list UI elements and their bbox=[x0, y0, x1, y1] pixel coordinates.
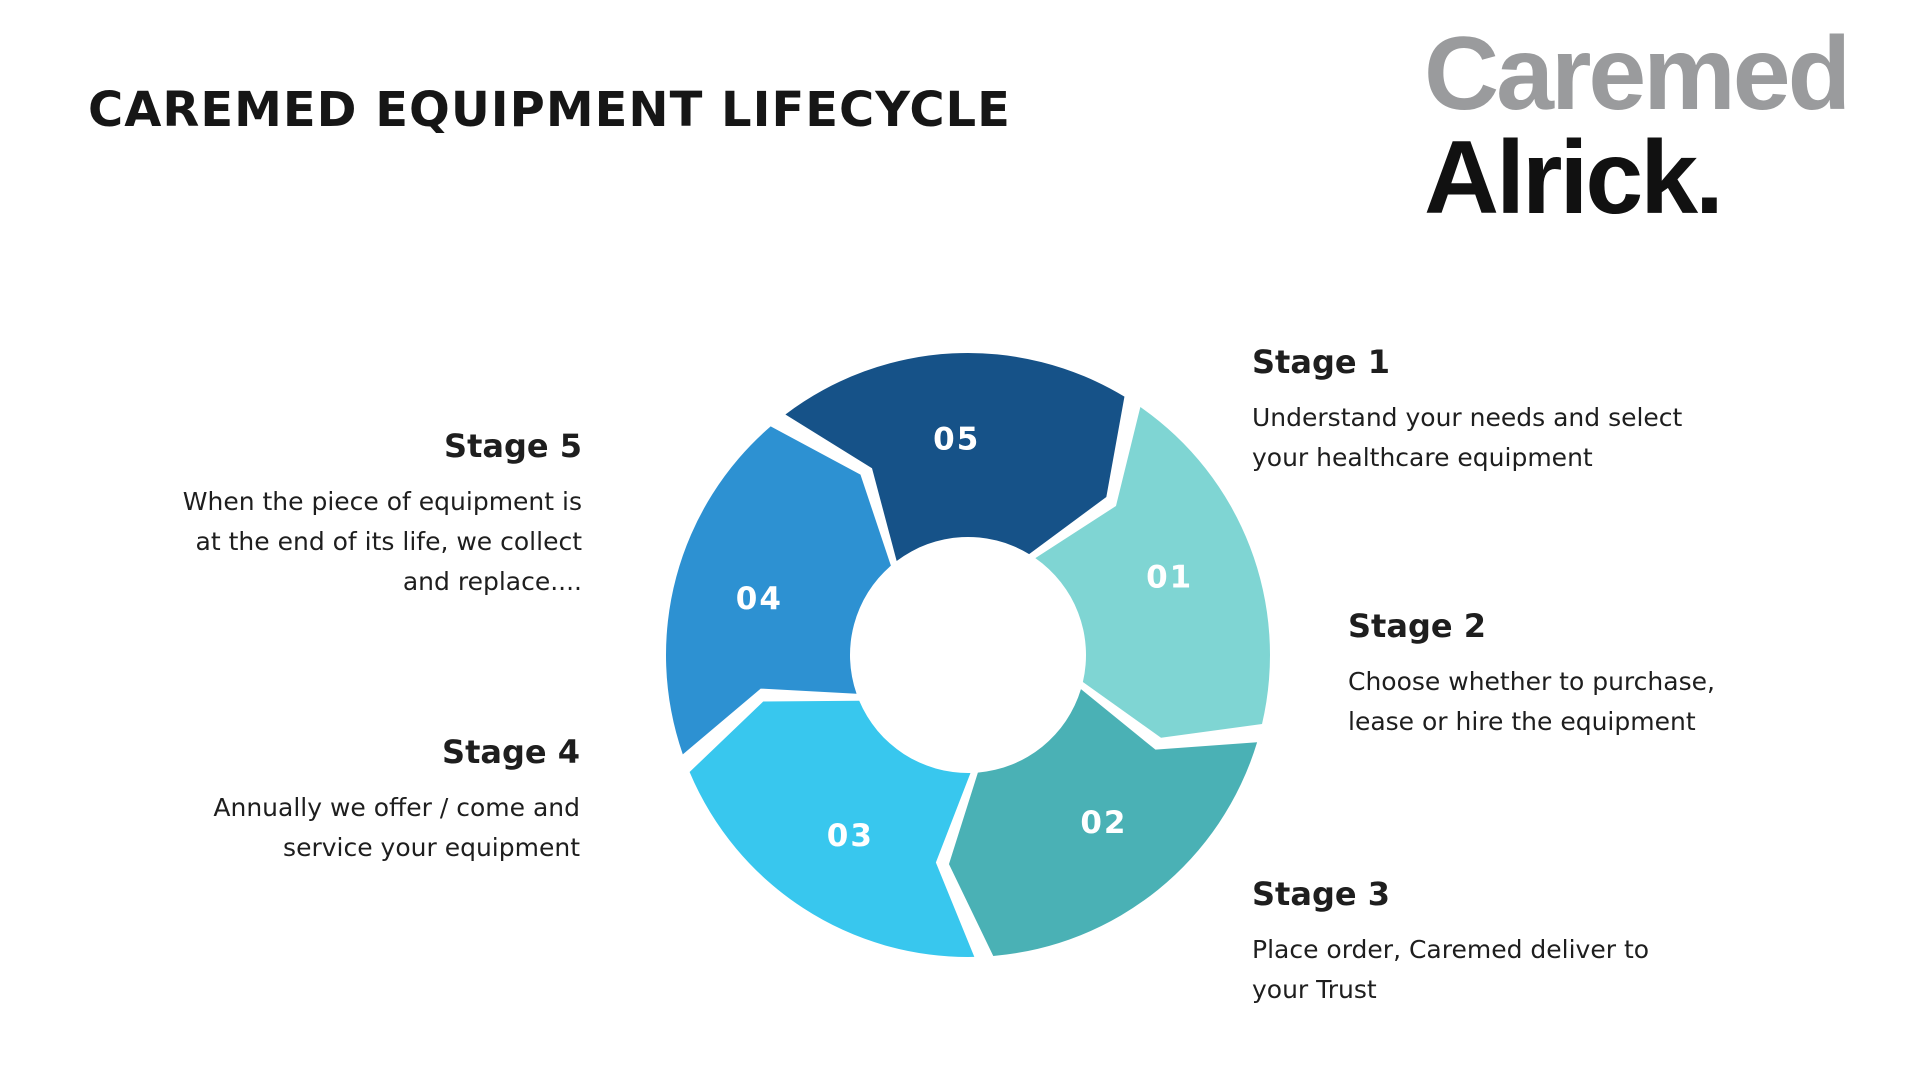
caremed-alrick-logo: Caremed Alrick. bbox=[1424, 22, 1884, 232]
stage-2-text-block: Stage 2 Choose whether to purchase, leas… bbox=[1348, 606, 1848, 742]
stage-1-line-1: Understand your needs and select bbox=[1252, 403, 1683, 432]
stage-1-heading: Stage 1 bbox=[1252, 343, 1390, 381]
stage-2-line-1: Choose whether to purchase, bbox=[1348, 667, 1715, 696]
stage-1-description: Understand your needs and select your he… bbox=[1252, 398, 1772, 478]
stage-1-line-2: your healthcare equipment bbox=[1252, 443, 1593, 472]
stage-2-line-2: lease or hire the equipment bbox=[1348, 707, 1696, 736]
logo-caremed-text: Caremed bbox=[1424, 16, 1851, 132]
stage-5-line-1: When the piece of equipment is bbox=[182, 487, 582, 516]
stage-1-text-block: Stage 1 Understand your needs and select… bbox=[1252, 342, 1772, 478]
stage-4-line-1: Annually we offer / come and bbox=[213, 793, 580, 822]
stage-5-heading: Stage 5 bbox=[444, 427, 582, 465]
cycle-segment-label-03: 03 bbox=[827, 818, 874, 854]
stage-5-line-2: at the end of its life, we collect bbox=[195, 527, 582, 556]
stage-5-text-block: Stage 5 When the piece of equipment is a… bbox=[130, 426, 582, 602]
stage-2-description: Choose whether to purchase, lease or hir… bbox=[1348, 662, 1848, 742]
cycle-segment-05 bbox=[785, 353, 1125, 562]
logo-alrick-text: Alrick. bbox=[1424, 120, 1724, 236]
stage-4-line-2: service your equipment bbox=[283, 833, 580, 862]
stage-4-description: Annually we offer / come and service you… bbox=[150, 788, 580, 868]
page-title: CAREMED EQUIPMENT LIFECYCLE bbox=[88, 82, 1011, 138]
stage-3-description: Place order, Caremed deliver to your Tru… bbox=[1252, 930, 1752, 1010]
stage-3-text-block: Stage 3 Place order, Caremed deliver to … bbox=[1252, 874, 1752, 1010]
cycle-segment-label-04: 04 bbox=[736, 581, 783, 617]
stage-4-heading: Stage 4 bbox=[442, 733, 580, 771]
stage-2-heading: Stage 2 bbox=[1348, 607, 1486, 645]
stage-5-description: When the piece of equipment is at the en… bbox=[130, 482, 582, 602]
stage-3-heading: Stage 3 bbox=[1252, 875, 1390, 913]
stage-3-line-1: Place order, Caremed deliver to bbox=[1252, 935, 1650, 964]
stage-5-line-3: and replace.... bbox=[402, 567, 582, 596]
cycle-segment-04 bbox=[666, 426, 891, 755]
cycle-segment-02 bbox=[948, 689, 1258, 956]
cycle-segment-03 bbox=[689, 700, 975, 957]
cycle-segment-01 bbox=[1035, 407, 1271, 738]
cycle-segment-label-05: 05 bbox=[933, 421, 980, 457]
stage-4-text-block: Stage 4 Annually we offer / come and ser… bbox=[150, 732, 580, 868]
cycle-segment-label-01: 01 bbox=[1146, 560, 1193, 596]
cycle-segment-label-02: 02 bbox=[1080, 805, 1127, 841]
stage-3-line-2: your Trust bbox=[1252, 975, 1377, 1004]
